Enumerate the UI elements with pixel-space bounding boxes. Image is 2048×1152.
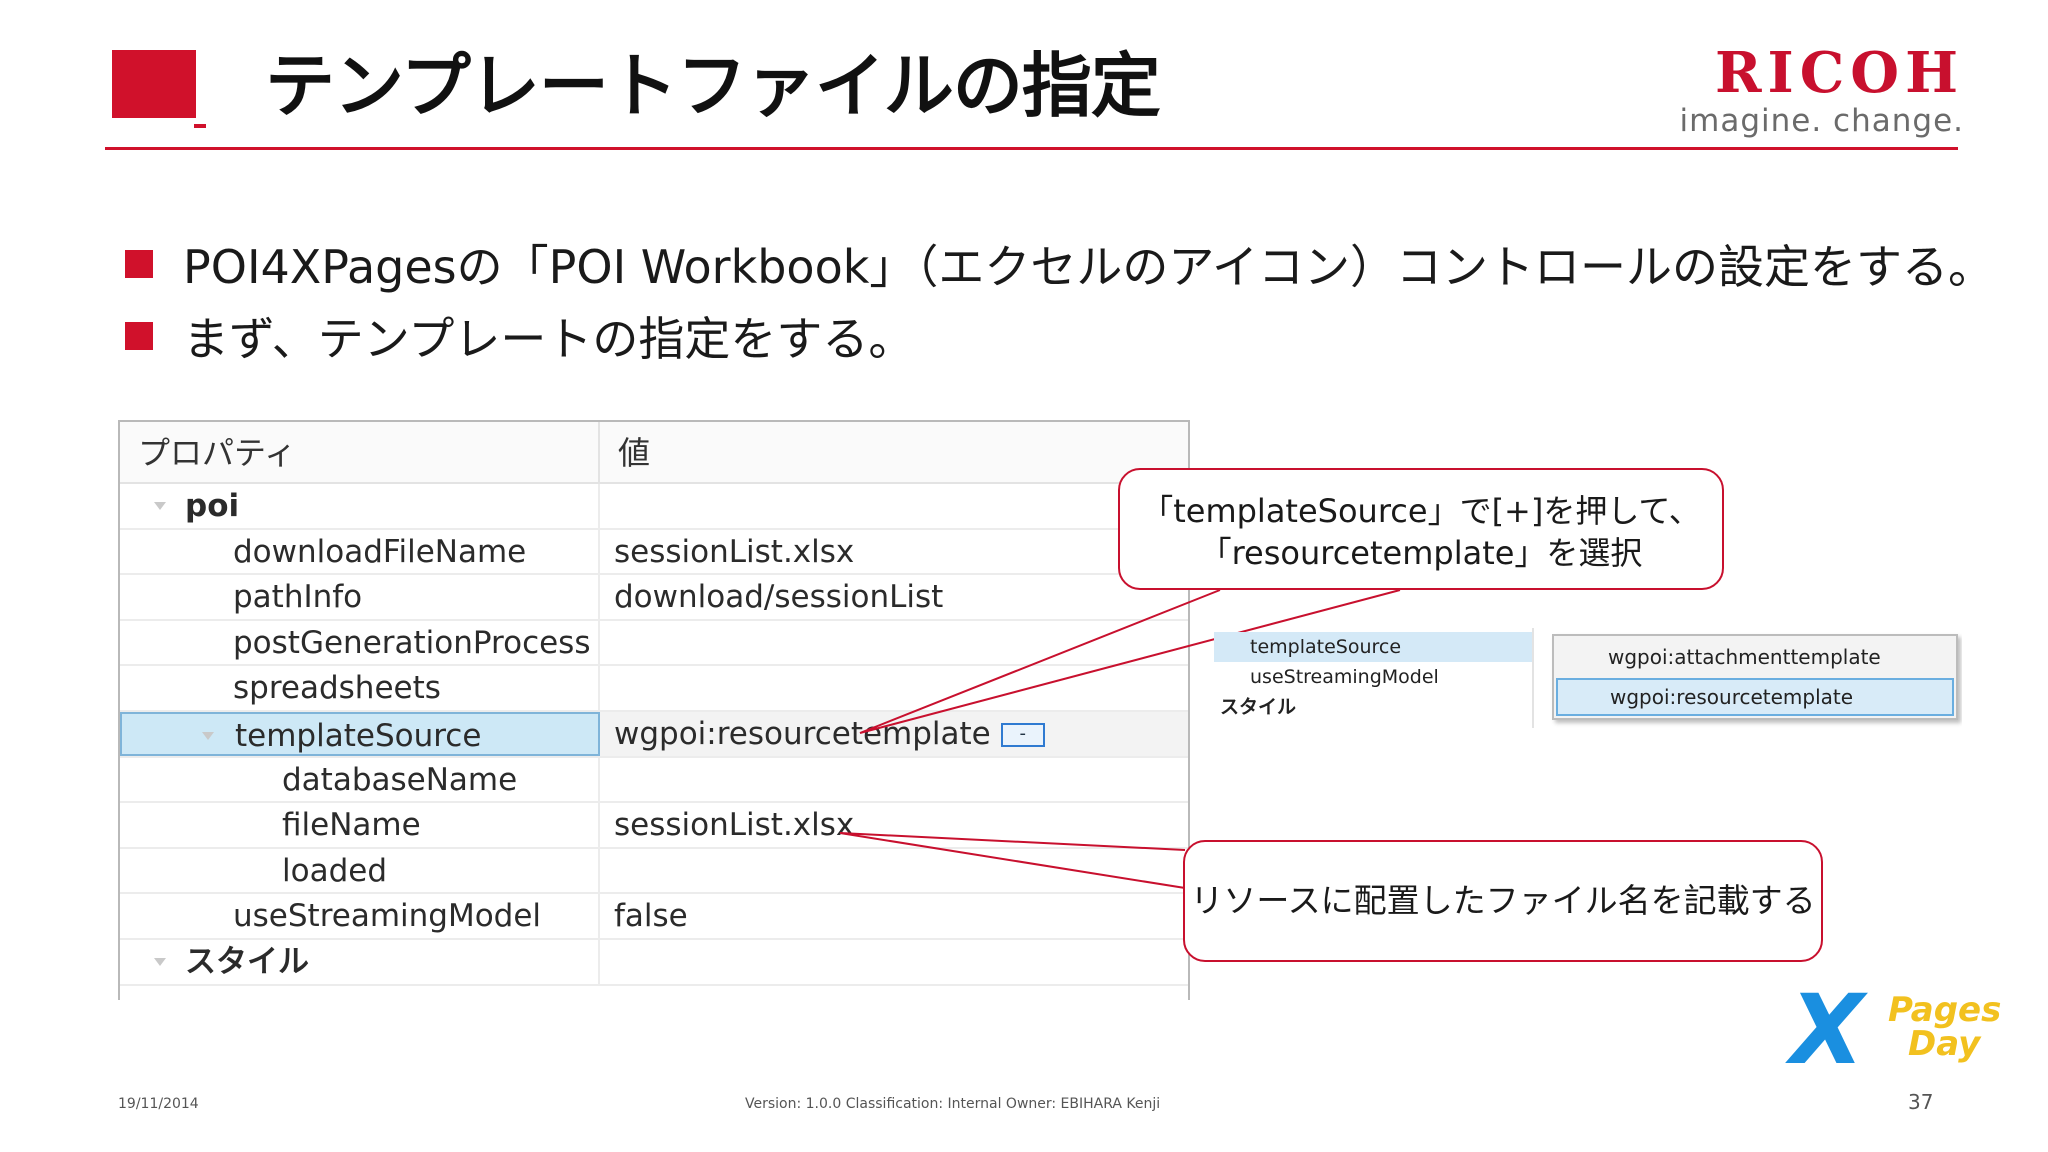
property-value[interactable]: sessionList.xlsx — [614, 533, 855, 570]
dropdown-list: wgpoi:attachmenttemplate wgpoi:resourcet… — [1552, 634, 1958, 720]
property-value[interactable]: false — [614, 898, 688, 935]
dropdown-column-divider — [1532, 628, 1534, 728]
logo-tagline: imagine. change. — [1679, 103, 1964, 139]
property-name: スタイル — [120, 939, 600, 984]
bullet-text: POI4XPagesの「POI Workbook」（エクセルのアイコン）コントロ… — [183, 240, 1995, 294]
bullet-square-icon — [125, 322, 153, 350]
table-row[interactable]: poi — [120, 484, 1188, 530]
logo-brand: RICOH — [1715, 40, 1964, 106]
table-row[interactable]: loaded — [120, 848, 1188, 895]
property-value[interactable] — [600, 849, 1188, 893]
bullet-list: POI4XPagesの「POI Workbook」（エクセルのアイコン）コントロ… — [125, 228, 1994, 372]
property-column-header: プロパティ — [120, 422, 600, 482]
property-name: spreadsheets — [120, 666, 600, 710]
bullet-item: まず、テンプレートの指定をする。 — [125, 300, 1994, 372]
logo-x: X — [1790, 974, 1865, 1086]
dropdown-option[interactable]: wgpoi:attachmenttemplate — [1608, 645, 1881, 669]
property-value[interactable] — [600, 621, 1188, 665]
dropdown-property-row: useStreamingModel — [1250, 666, 1439, 688]
title-marker-square — [112, 50, 206, 128]
callout-line: 「resourcetemplate」を選択 — [1199, 534, 1643, 572]
title-divider — [105, 147, 1958, 150]
ricoh-logo: RICOH imagine. change. — [1680, 42, 1964, 138]
property-name: fileName — [120, 803, 600, 847]
value-column-header: 値 — [618, 434, 651, 472]
property-name: postGenerationProcess — [120, 620, 600, 665]
collapse-triangle-icon[interactable] — [202, 731, 214, 740]
property-name: templateSource — [120, 711, 600, 756]
dropdown-property-row: スタイル — [1220, 696, 1297, 718]
table-row[interactable]: downloadFileName sessionList.xlsx — [120, 529, 1188, 576]
property-value[interactable]: wgpoi:resourcetemplate- — [600, 711, 1188, 756]
xpages-day-logo: X Pages Day — [1780, 982, 2010, 1078]
property-name: useStreamingModel — [120, 894, 600, 938]
property-value[interactable] — [600, 940, 1188, 984]
footer-meta: Version: 1.0.0 Classification: Internal … — [745, 1096, 1161, 1112]
logo-word-day: Day — [1908, 1024, 1981, 1064]
bullet-item: POI4XPagesの「POI Workbook」（エクセルのアイコン）コントロ… — [125, 228, 1994, 300]
property-name: poi — [120, 484, 600, 528]
page-number: 37 — [1908, 1090, 1934, 1114]
property-name: pathInfo — [120, 575, 600, 619]
dropdown-property-row: templateSource — [1214, 632, 1534, 662]
table-row[interactable]: databaseName — [120, 757, 1188, 804]
dropdown-inset: templateSource useStreamingModel スタイル wg… — [1214, 628, 1962, 728]
table-row[interactable]: useStreamingModel false — [120, 894, 1188, 940]
bullet-square-icon — [125, 250, 153, 278]
property-name: loaded — [120, 848, 600, 893]
collapse-triangle-icon[interactable] — [154, 957, 166, 966]
table-row[interactable]: fileName sessionList.xlsx — [120, 803, 1188, 849]
property-name: databaseName — [120, 757, 600, 802]
collapse-triangle-icon[interactable] — [154, 502, 166, 510]
slide-title: テンプレートファイルの指定 — [265, 45, 1161, 127]
footer-date: 19/11/2014 — [118, 1096, 199, 1112]
table-row-selected[interactable]: templateSource wgpoi:resourcetemplate- — [120, 711, 1188, 758]
table-row[interactable]: pathInfo download/sessionList — [120, 575, 1188, 621]
property-value[interactable] — [600, 758, 1188, 802]
callout-line: 「templateSource」で[+]を押して、 — [1141, 492, 1701, 530]
property-name: downloadFileName — [120, 529, 600, 574]
property-value[interactable] — [600, 484, 1188, 528]
property-value[interactable]: download/sessionList — [614, 579, 944, 616]
dropdown-option-selected[interactable]: wgpoi:resourcetemplate — [1556, 678, 1954, 716]
property-value[interactable] — [600, 666, 1188, 710]
property-value[interactable]: sessionList.xlsx — [614, 807, 855, 844]
logo-word-pages: Pages — [1888, 990, 2002, 1030]
properties-header: プロパティ 値 — [120, 422, 1188, 484]
bullet-text: まず、テンプレートの指定をする。 — [183, 312, 915, 366]
table-row[interactable]: スタイル — [120, 939, 1188, 986]
callout-template-source: 「templateSource」で[+]を押して、 「resourcetempl… — [1118, 468, 1724, 590]
table-row[interactable]: spreadsheets — [120, 666, 1188, 712]
expand-button[interactable]: - — [1000, 723, 1045, 748]
properties-panel: プロパティ 値 poi downloadFileName sessionList… — [118, 420, 1190, 1000]
table-row[interactable]: postGenerationProcess — [120, 620, 1188, 667]
callout-file-name: リソースに配置したファイル名を記載する — [1183, 840, 1823, 962]
